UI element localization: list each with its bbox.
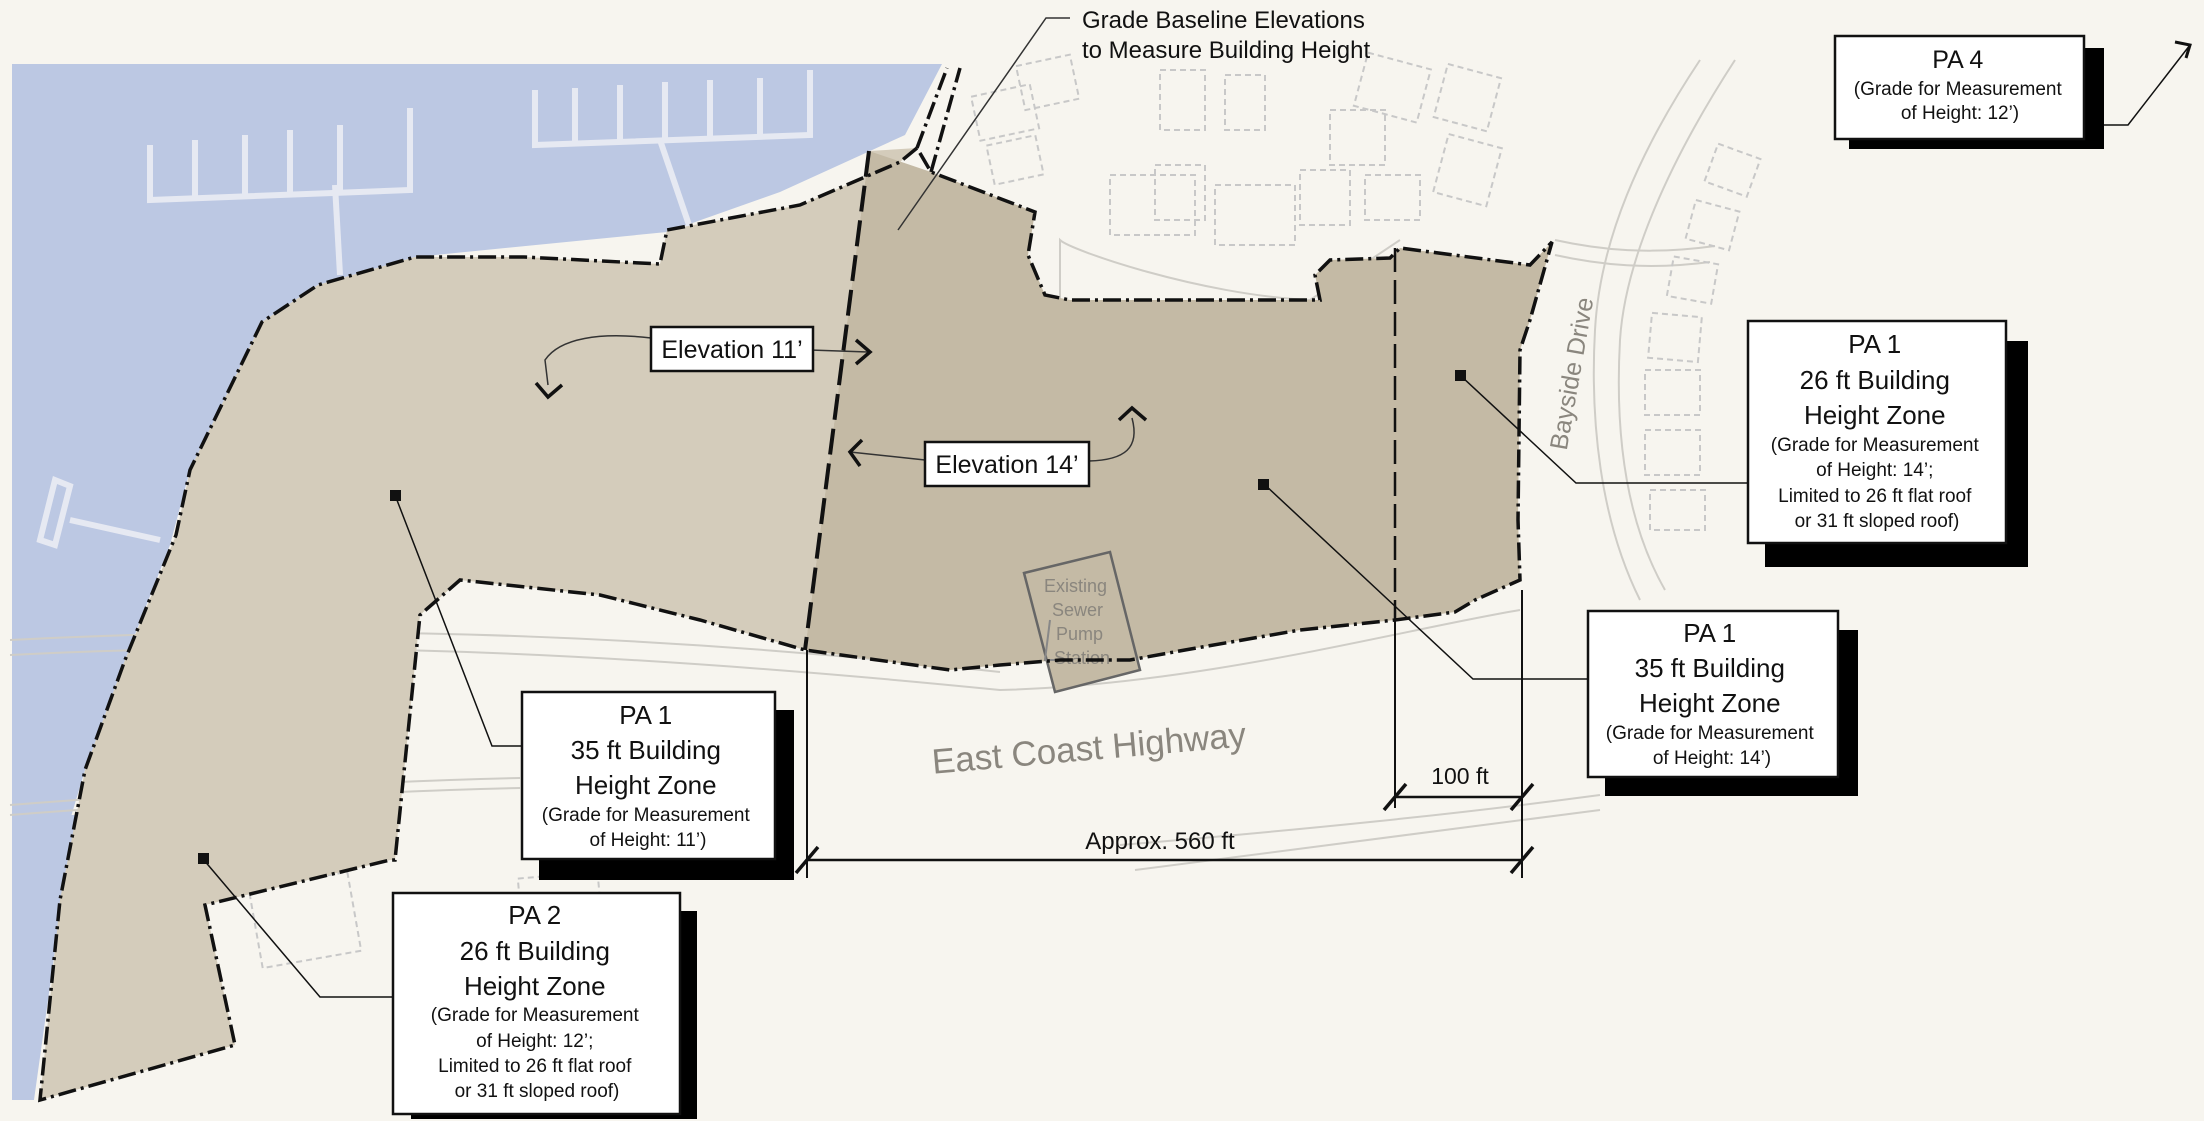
pa1-35w-grade-2: of Height: 11’) (590, 830, 707, 851)
pa1-35e-grade-2: of Height: 14’) (1653, 748, 1771, 769)
pa1-26-title: PA 1 (1848, 329, 1901, 359)
dimension-100ft (1382, 782, 1535, 812)
svg-text:Existing Sewer Pum: Existing Sewer Pump Station (1044, 576, 1112, 668)
pa1-35w-sub-2: Height Zone (575, 770, 717, 800)
pa2-title: PA 2 (508, 900, 561, 930)
elevation-11-text: Elevation 11’ (661, 336, 802, 364)
elevation-14-box (923, 440, 1091, 488)
zone-leaders (202, 40, 2192, 998)
elevation-14-text: Elevation 14’ (935, 451, 1078, 479)
dimension-extension-lines (806, 590, 1523, 878)
svg-text:Grade Baseline Elevations: Grade Baseline Elevations to Measure Bui… (1082, 7, 1372, 64)
elevation-14-callout: Elevation 14’ (847, 405, 1148, 488)
pa4-label-box: PA 4 (Grade for Measurement of Height: 1… (1833, 34, 2104, 149)
elevation-11-callout: Elevation 14’ Elevation 11’ (534, 325, 873, 400)
grade-baseline-line (803, 150, 871, 651)
pump-line-4: Station (1054, 648, 1110, 668)
pa1-35e-sub-2: Height Zone (1639, 688, 1781, 718)
grade-baseline-line-1: Grade Baseline Elevations (1082, 7, 1365, 34)
svg-text:PA 1 35 ft Building: PA 1 35 ft Building Height Zone (Grade f… (1606, 618, 1818, 769)
pa1-35w-title: PA 1 (619, 700, 672, 730)
dimension-560ft-label: Approx. 560 ft (1085, 828, 1235, 855)
dimension-560ft (794, 845, 1535, 875)
docks (36, 70, 813, 549)
pa2-grade-2: of Height: 12’; (476, 1031, 593, 1052)
zone-elevation-11 (40, 148, 917, 1100)
boundary-north-extension-2 (929, 67, 962, 173)
water-body (12, 64, 942, 820)
svg-text:PA 4 (Grade for Measurem: PA 4 (Grade for Measurement of Height: 1… (1854, 46, 2066, 124)
pa1-26ft-label-box: PA 1 26 ft Building Height Zone (Grade f… (1746, 319, 2028, 567)
pa1-26-grade-1: (Grade for Measurement (1771, 435, 1980, 456)
pump-line-1: Existing (1044, 576, 1107, 596)
pump-line-2: Sewer (1052, 600, 1103, 620)
elevation-11-box (649, 325, 815, 373)
svg-text:PA 1 35 ft Building: PA 1 35 ft Building Height Zone (Grade f… (542, 700, 754, 851)
zone-elevation-14 (805, 151, 1552, 670)
pa1-26-grade-3: Limited to 26 ft flat roof (1778, 486, 1972, 507)
boundary-north-extension (915, 67, 949, 149)
pa1-26-sub-1: 26 ft Building (1800, 365, 1950, 395)
pa1-26-grade-4: or 31 ft sloped roof) (1795, 511, 1960, 532)
pa2-grade-4: or 31 ft sloped roof) (455, 1081, 620, 1102)
pa1-35w-sub-1: 35 ft Building (571, 735, 721, 765)
pa1-35ft-east-label-box: PA 1 35 ft Building Height Zone (Grade f… (1586, 609, 1858, 796)
pa2-grade-1: (Grade for Measurement (431, 1005, 640, 1026)
pa1-26-sub-2: Height Zone (1804, 400, 1946, 430)
pa2-sub-2: Height Zone (464, 971, 606, 1001)
pa1-35e-grade-1: (Grade for Measurement (1606, 723, 1815, 744)
pa4-grade-1: (Grade for Measurement (1854, 79, 2063, 100)
pa1-35e-sub-1: 35 ft Building (1635, 653, 1785, 683)
zone-markers (198, 370, 1466, 864)
pa2-label-box: PA 2 26 ft Building Height Zone (Grade f… (391, 891, 697, 1119)
pa1-35ft-west-label-box: PA 1 35 ft Building Height Zone (Grade f… (520, 690, 794, 880)
grade-baseline-line-2: to Measure Building Height (1082, 37, 1370, 64)
svg-text:PA 1 26 ft Building: PA 1 26 ft Building Height Zone (Grade f… (1771, 329, 1983, 532)
pa4-grade-2: of Height: 12’) (1901, 103, 2019, 124)
building-outlines (247, 51, 1762, 970)
grade-baseline-callout: Grade Baseline Elevations to Measure Bui… (897, 7, 1372, 231)
pump-line-3: Pump (1056, 624, 1103, 644)
pa2-sub-1: 26 ft Building (460, 936, 610, 966)
dimension-100ft-label: 100 ft (1431, 763, 1489, 789)
pa1-35w-grade-1: (Grade for Measurement (542, 805, 751, 826)
property-boundary (38, 146, 1554, 1103)
pa1-26-grade-2: of Height: 14’; (1816, 460, 1933, 481)
pa4-title: PA 4 (1932, 46, 1983, 74)
pa1-35e-title: PA 1 (1683, 618, 1736, 648)
pa2-grade-3: Limited to 26 ft flat roof (438, 1056, 632, 1077)
svg-text:PA 2 26 ft Building: PA 2 26 ft Building Height Zone (Grade f… (431, 900, 643, 1102)
